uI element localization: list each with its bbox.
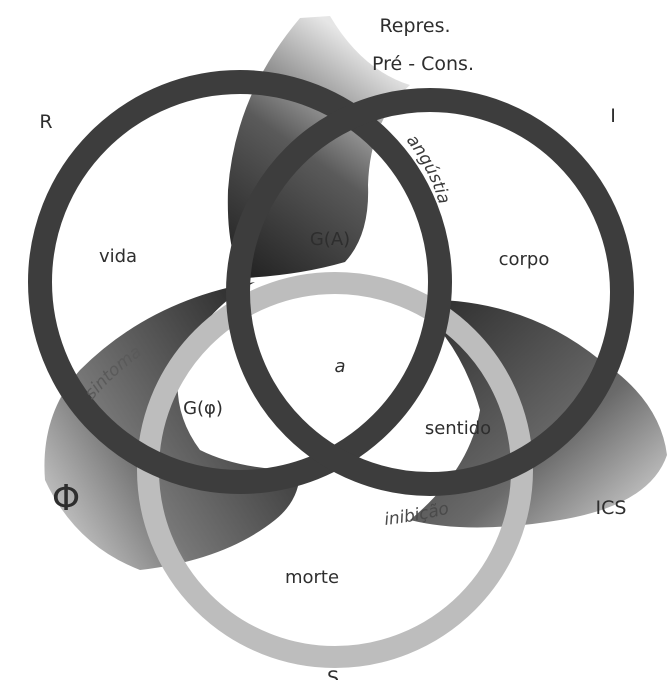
zone-gphi: G(φ) bbox=[183, 398, 223, 419]
label-top-line1: Repres. bbox=[379, 15, 450, 37]
label-i: I bbox=[610, 105, 616, 127]
label-ics: ICS bbox=[596, 497, 627, 519]
label-r: R bbox=[39, 111, 52, 133]
label-phi: Φ bbox=[52, 478, 80, 519]
zone-a: a bbox=[334, 356, 345, 377]
zone-vida: vida bbox=[99, 246, 137, 267]
zone-ga: G(A) bbox=[310, 229, 350, 250]
ring-i bbox=[226, 88, 634, 496]
band-left bbox=[44, 282, 300, 570]
zone-morte: morte bbox=[285, 567, 339, 588]
ring-r bbox=[28, 70, 452, 494]
zone-sentido: sentido bbox=[425, 418, 491, 439]
label-s: S bbox=[327, 667, 339, 680]
zone-corpo: corpo bbox=[499, 249, 550, 270]
label-top-line2: Pré - Cons. bbox=[372, 53, 474, 75]
